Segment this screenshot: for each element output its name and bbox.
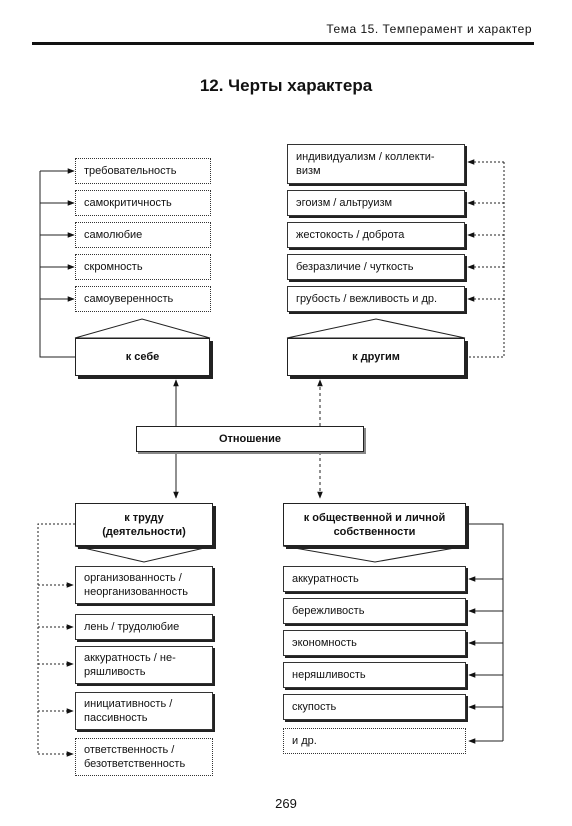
work-trait-2: лень / трудолюбие (75, 614, 213, 640)
work-bracket (37, 523, 75, 754)
self-trait-3: самолюбие (75, 222, 211, 248)
property-trait-3: экономность (283, 630, 466, 656)
property-trait-6: и др. (283, 728, 466, 754)
page-title: 12. Черты характера (199, 76, 373, 95)
header-rule (32, 42, 534, 45)
work-trait-3: аккуратность / не- ряшливость (75, 646, 213, 684)
work-trait-5: ответственность / безответственность (75, 738, 213, 776)
self-trait-5: самоуверенность (75, 286, 211, 312)
self-trait-2: самокритичность (75, 190, 211, 216)
self-trait-1: требовательность (75, 158, 211, 184)
work-trait-4: инициативность / пассивность (75, 692, 213, 730)
property-trait-4: неряшливость (283, 662, 466, 688)
self-trait-4: скромность (75, 254, 211, 280)
property-triangle (282, 545, 467, 563)
others-trait-2: эгоизм / альтруизм (287, 190, 465, 216)
work-triangle (74, 545, 214, 563)
others-trait-1: индивидуализм / коллекти- визм (287, 144, 465, 184)
others-triangle (286, 318, 466, 339)
work-trait-1: организованность / неорганизованность (75, 566, 213, 604)
property-trait-2: бережливость (283, 598, 466, 624)
property-bracket (466, 523, 504, 741)
others-trait-4: безразличие / чуткость (287, 254, 465, 280)
category-work: к труду (деятельности) (75, 503, 213, 546)
topic-heading: Тема 15. Темперамент и характер (326, 22, 532, 36)
others-trait-3: жестокость / доброта (287, 222, 465, 248)
category-others: к другим (287, 338, 465, 376)
property-trait-5: скупость (283, 694, 466, 720)
self-triangle (74, 318, 211, 339)
category-property: к общественной и личной собственности (283, 503, 466, 546)
center-relation-box: Отношение (136, 426, 364, 452)
page-number: 269 (275, 796, 297, 811)
property-trait-1: аккуратность (283, 566, 466, 592)
others-bracket (465, 162, 505, 358)
self-bracket (39, 171, 75, 358)
category-self: к себе (75, 338, 210, 376)
others-trait-5: грубость / вежливость и др. (287, 286, 465, 312)
